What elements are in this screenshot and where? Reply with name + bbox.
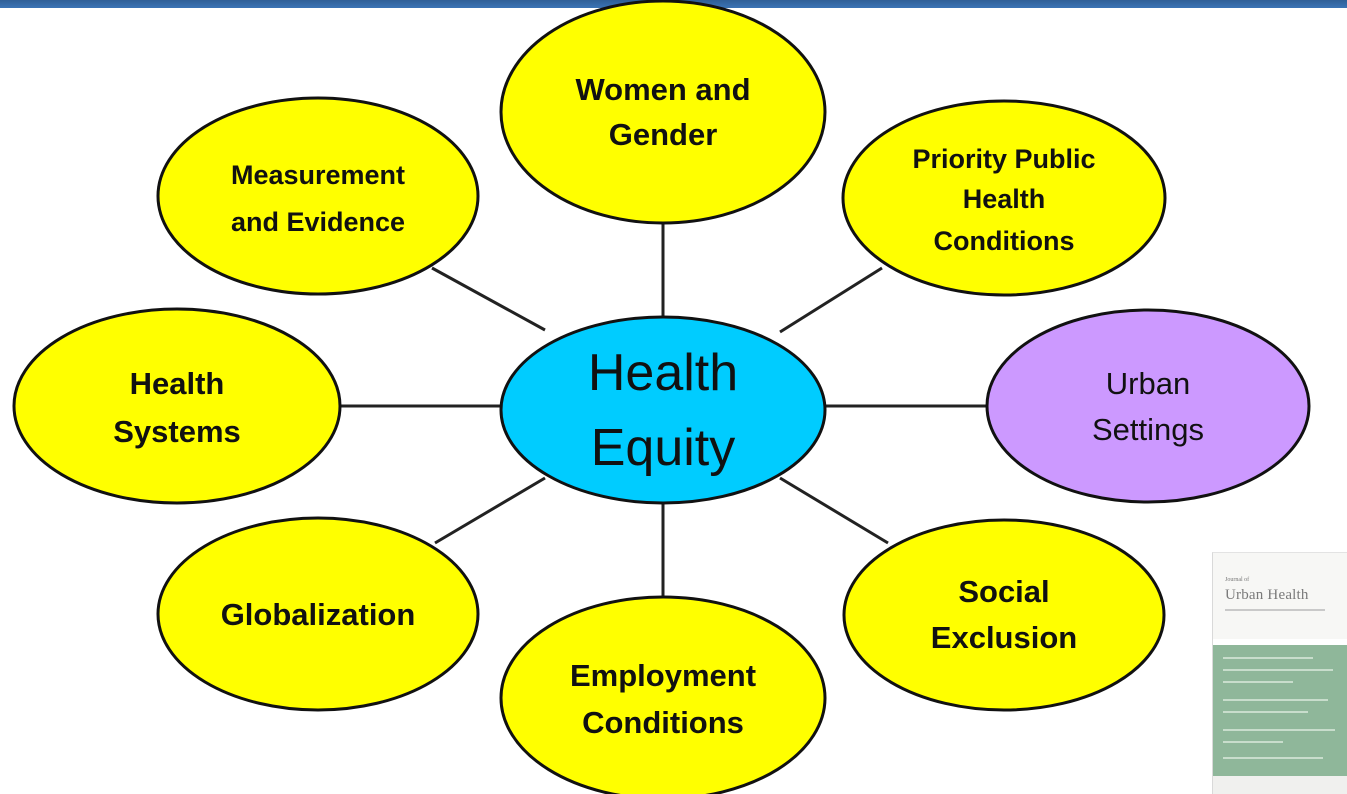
node-urban-settings: Urban Settings	[985, 308, 1311, 504]
node-globalization: Globalization	[156, 516, 480, 712]
center-ellipse	[499, 315, 827, 505]
node-urban-settings-ellipse	[985, 308, 1311, 504]
node-priority-line1: Priority Public	[912, 144, 1095, 174]
journal-cover-title: Urban Health	[1225, 587, 1309, 603]
journal-cover-textline	[1223, 681, 1293, 683]
node-measurement-line1: Measurement	[231, 160, 405, 190]
node-measurement-line2: and Evidence	[231, 207, 405, 237]
node-urban-settings-line2: Settings	[1092, 412, 1204, 447]
node-health-systems-ellipse	[12, 307, 342, 505]
journal-cover-textline	[1223, 669, 1333, 671]
journal-cover-textline	[1223, 741, 1283, 743]
node-priority-line3: Conditions	[934, 226, 1075, 256]
journal-cover-rule	[1225, 609, 1325, 611]
node-health-systems-line2: Systems	[113, 414, 241, 449]
node-measurement: Measurement and Evidence	[156, 96, 480, 296]
node-social-exclusion: Social Exclusion	[842, 518, 1166, 712]
journal-cover-footer	[1213, 776, 1347, 794]
node-health-systems: Health Systems	[12, 307, 342, 505]
journal-cover-textline	[1223, 757, 1323, 759]
center-line1: Health	[588, 344, 738, 402]
connector-priority	[779, 266, 883, 334]
journal-cover-textline	[1223, 699, 1328, 701]
node-priority-public-health: Priority Public Health Conditions	[841, 99, 1167, 297]
node-women-gender-ellipse	[499, 0, 827, 225]
connector-globalization	[434, 476, 546, 545]
node-priority-ellipse	[841, 99, 1167, 297]
node-measurement-ellipse	[156, 96, 480, 296]
node-women-gender-line2: Gender	[609, 117, 718, 152]
node-women-gender-line1: Women and	[575, 72, 750, 107]
node-health-equity-center: Health Equity	[499, 315, 827, 505]
node-globalization-ellipse	[156, 516, 480, 712]
journal-cover-green-band	[1213, 645, 1347, 794]
journal-cover-small-label: Journal of	[1225, 577, 1250, 583]
node-social-exclusion-ellipse	[842, 518, 1166, 712]
node-employment-ellipse	[499, 595, 827, 794]
node-employment-line2: Conditions	[582, 705, 744, 740]
journal-cover-textline	[1223, 657, 1313, 659]
node-health-systems-line1: Health	[130, 366, 225, 401]
node-globalization-line1: Globalization	[221, 597, 416, 632]
node-employment-conditions: Employment Conditions	[499, 595, 827, 794]
node-priority-line2: Health	[963, 184, 1046, 214]
connector-social-exclusion	[779, 476, 889, 545]
node-women-gender: Women and Gender	[499, 0, 827, 225]
journal-cover-textline	[1223, 729, 1335, 731]
center-line2: Equity	[591, 419, 736, 477]
node-employment-line1: Employment	[570, 658, 756, 693]
journal-cover-header	[1213, 553, 1347, 639]
connector-measurement	[431, 266, 546, 332]
connectors	[340, 222, 990, 597]
journal-cover-textline	[1223, 711, 1308, 713]
node-urban-settings-line1: Urban	[1106, 366, 1190, 401]
node-social-exclusion-line1: Social	[958, 574, 1049, 609]
node-social-exclusion-line2: Exclusion	[931, 620, 1077, 655]
journal-cover-image: Journal of Urban Health	[1212, 552, 1347, 794]
